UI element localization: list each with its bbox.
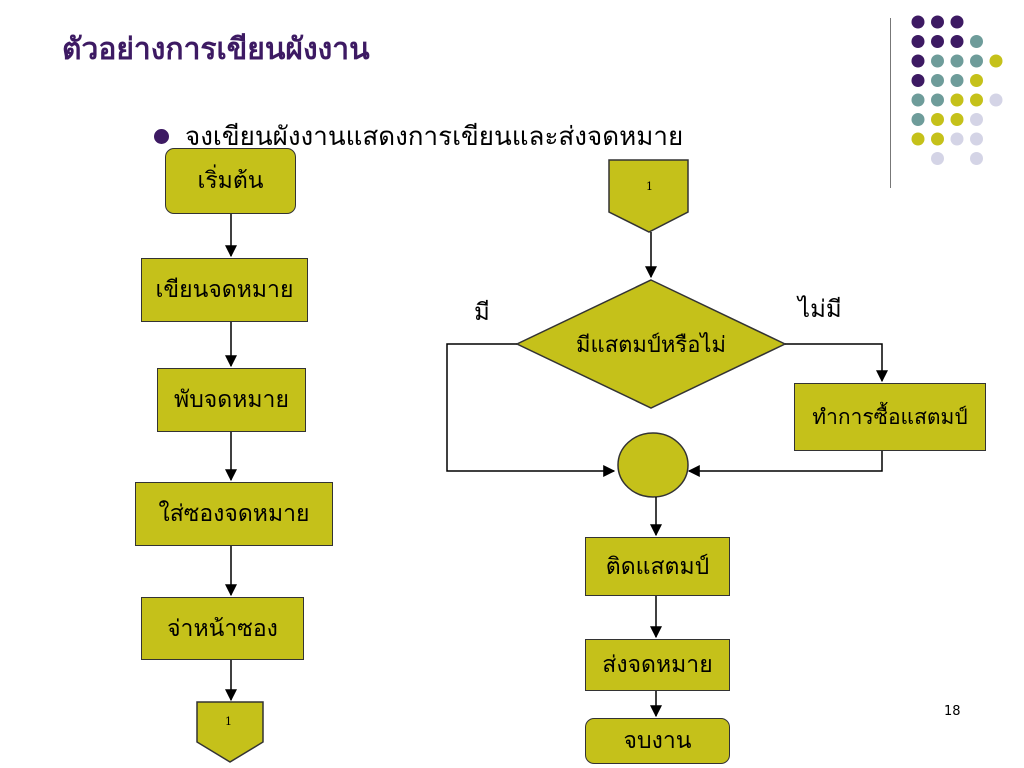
decor-dot [931, 74, 944, 87]
node-send-letter: ส่งจดหมาย [585, 639, 730, 691]
decor-dot [931, 152, 944, 165]
label-yes: มี [474, 298, 490, 326]
join-connector-circle [617, 432, 689, 498]
decor-dot [931, 113, 944, 126]
decor-dot [989, 54, 1003, 68]
decor-dot [911, 93, 925, 107]
decor-dot [970, 54, 983, 68]
decor-dot [950, 132, 964, 146]
connector-label-left: 1 [225, 715, 232, 728]
offpage-connector-left [196, 701, 264, 763]
bullet-text: จงเขียนผังงานแสดงการเขียนและส่งจดหมาย [185, 122, 684, 152]
decor-dot [970, 74, 983, 87]
node-affix-stamp: ติดแสตมป์ [585, 537, 730, 596]
connector-label-right: 1 [646, 180, 653, 193]
node-buy-stamp: ทำการซื้อแสตมป์ [794, 383, 986, 451]
decor-dot [950, 54, 964, 68]
node-start: เริ่มต้น [165, 148, 296, 214]
decor-dot-grid [911, 15, 1003, 165]
decor-dot [989, 93, 1003, 107]
node-insert-envelope: ใส่ซองจดหมาย [135, 482, 333, 546]
node-fold-letter: พับจดหมาย [157, 368, 306, 432]
decision-label: มีแสตมป์หรือไม่ [576, 332, 726, 358]
arrow-buy-to-join [687, 451, 883, 477]
offpage-connector-right [608, 159, 689, 233]
decor-dot [911, 132, 925, 146]
decor-dot [931, 132, 944, 146]
decor-dot [950, 93, 964, 107]
page-number: 18 [944, 704, 961, 719]
decor-dot [950, 74, 964, 87]
label-no: ไม่มี [798, 295, 842, 323]
decor-dot [911, 15, 925, 29]
decor-dot [970, 35, 983, 48]
decor-dot [911, 35, 925, 48]
slide-title: ตัวอย่างการเขียนผังงาน [62, 32, 370, 67]
arrow-no-branch [785, 343, 888, 383]
decor-dot [931, 15, 944, 29]
decor-dot [911, 74, 925, 87]
bullet-item: จงเขียนผังงานแสดงการเขียนและส่งจดหมาย [154, 116, 683, 157]
decor-dot [970, 132, 983, 146]
decor-dot [950, 113, 964, 126]
decor-dot [911, 113, 925, 126]
decor-divider [890, 18, 891, 188]
decor-dot [931, 54, 944, 68]
decision-diamond [515, 279, 787, 409]
decor-dot [911, 54, 925, 68]
decor-dot [970, 113, 983, 126]
decor-dot [950, 15, 964, 29]
decor-dot [970, 152, 983, 165]
decor-dot [950, 35, 964, 48]
node-write-letter: เขียนจดหมาย [141, 258, 308, 322]
decor-dot [931, 93, 944, 107]
decor-dot [970, 93, 983, 107]
decor-dot [931, 35, 944, 48]
node-address-envelope: จ่าหน้าซอง [141, 597, 304, 660]
bullet-dot-icon [154, 129, 169, 144]
node-end: จบงาน [585, 718, 730, 764]
arrow-yes-branch [446, 343, 616, 477]
